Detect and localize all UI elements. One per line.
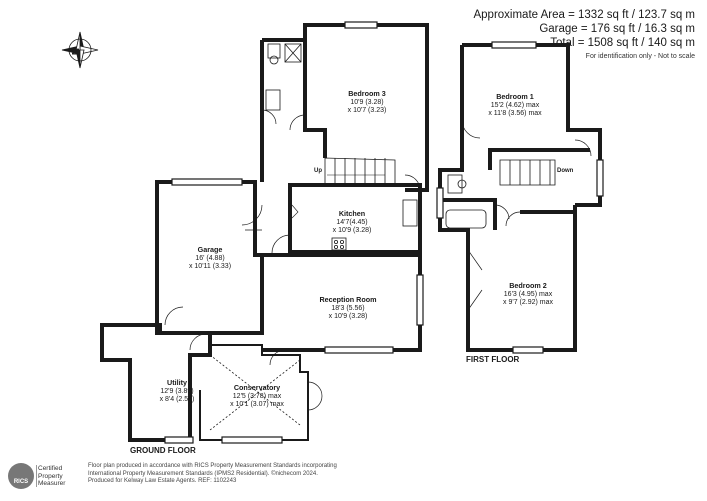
- footer-line-1: Floor plan produced in accordance with R…: [88, 463, 337, 469]
- wall-hall-right: [405, 167, 429, 192]
- wall-conservatory-diag: [209, 354, 301, 431]
- room-name: Utility: [167, 378, 187, 387]
- stairs-down-label: Down: [557, 168, 574, 174]
- ground-floor-label: GROUND FLOOR: [130, 446, 196, 455]
- stairs-up-label: Up: [314, 168, 322, 174]
- room-dim: x 10'1 (3.07) max: [230, 401, 284, 408]
- area-line-3: Total = 1508 sq ft / 140 sq m: [550, 37, 695, 49]
- wall-bedroom1: [462, 43, 602, 207]
- logo-text-1: Certified: [38, 465, 63, 472]
- room-name: Conservatory: [233, 383, 281, 392]
- room-label-bedroom3: Bedroom 3 10'9 (3.28) x 10'7 (3.23): [347, 89, 387, 116]
- room-name: Reception Room: [319, 295, 377, 304]
- compass-north-label: N: [71, 47, 83, 56]
- rics-certified-text: Certified Property Measurer: [38, 465, 65, 488]
- wall-landing: [488, 148, 590, 170]
- room-dim: x 10'11 (3.33): [188, 263, 232, 270]
- stairs-ground: [324, 157, 396, 186]
- logo-divider: [36, 465, 37, 487]
- room-dim: 16'3 (4.95) max: [503, 290, 553, 298]
- room-name: Bedroom 1: [496, 92, 534, 101]
- area-line-1: Approximate Area = 1332 sq ft / 123.7 sq…: [473, 9, 695, 21]
- room-name: Kitchen: [338, 209, 366, 218]
- wall-bedroom3-left: [303, 25, 327, 158]
- room-label-conservatory: Conservatory 12'5 (3.78) max x 10'1 (3.0…: [230, 383, 284, 410]
- ground-floor-walls: [100, 23, 429, 442]
- room-label-bedroom1: Bedroom 1 15'2 (4.62) max x 11'8 (3.56) …: [488, 92, 542, 119]
- logo-text-2: Property: [38, 472, 63, 480]
- room-label-utility: Utility 12'9 (3.89) x 8'4 (2.54): [159, 378, 195, 405]
- stairs-first: [499, 159, 556, 186]
- logo-text-3: Measurer: [38, 480, 66, 487]
- room-dim: 18'3 (5.56): [331, 304, 365, 312]
- footer-line-2: International Property Measurement Stand…: [88, 470, 318, 477]
- wall-ff-left: [438, 45, 577, 352]
- room-dim: x 9'7 (2.92) max: [503, 299, 553, 306]
- room-name: Bedroom 2: [509, 281, 547, 290]
- footer-notes: Floor plan produced in accordance with R…: [88, 463, 337, 486]
- area-summary: Approximate Area = 1332 sq ft / 123.7 sq…: [473, 8, 695, 63]
- fixtures: [265, 43, 487, 251]
- room-label-garage: Garage 16' (4.88) x 10'11 (3.33): [188, 245, 232, 272]
- windows: [164, 21, 604, 444]
- scale-note: For identification only - Not to scale: [585, 53, 695, 60]
- room-dim: 16' (4.88): [195, 254, 225, 262]
- area-line-2: Garage = 176 sq ft / 16.3 sq m: [539, 23, 695, 35]
- room-dim: 15'2 (4.62) max: [490, 101, 540, 109]
- wall-utility: [100, 323, 212, 442]
- room-dim: x 8'4 (2.54): [159, 396, 195, 403]
- room-dim: x 11'8 (3.56) max: [488, 110, 542, 117]
- first-floor-label: FIRST FLOOR: [466, 355, 520, 364]
- room-dim: 12'5 (3.78) max: [232, 392, 282, 400]
- first-floor-walls: [438, 43, 602, 352]
- compass-icon: [61, 31, 99, 69]
- room-dim: 14'7(4.45): [336, 218, 368, 226]
- room-dim: 12'9 (3.89): [160, 387, 194, 395]
- room-name: Bedroom 3: [348, 89, 386, 98]
- rics-badge: RICS: [8, 463, 34, 489]
- room-label-reception: Reception Room 18'3 (5.56) x 10'9 (3.28): [319, 295, 377, 322]
- wall-bath-ff: [440, 198, 497, 230]
- room-label-kitchen: Kitchen 14'7(4.45) x 10'9 (3.28): [332, 209, 372, 236]
- room-dim: 10'9 (3.28): [350, 98, 384, 106]
- room-name: Garage: [197, 245, 223, 254]
- room-label-bedroom2: Bedroom 2 16'3 (4.95) max x 9'7 (2.92) m…: [503, 281, 553, 308]
- door-swings: [164, 109, 592, 411]
- room-dim: x 10'9 (3.28): [328, 313, 368, 320]
- footer-line-3: Produced for Kelway Law Estate Agents. R…: [88, 478, 237, 485]
- rics-logo: RICS Certified Property Measurer: [8, 463, 80, 491]
- room-dim: x 10'7 (3.23): [347, 107, 387, 114]
- room-dim: x 10'9 (3.28): [332, 227, 372, 234]
